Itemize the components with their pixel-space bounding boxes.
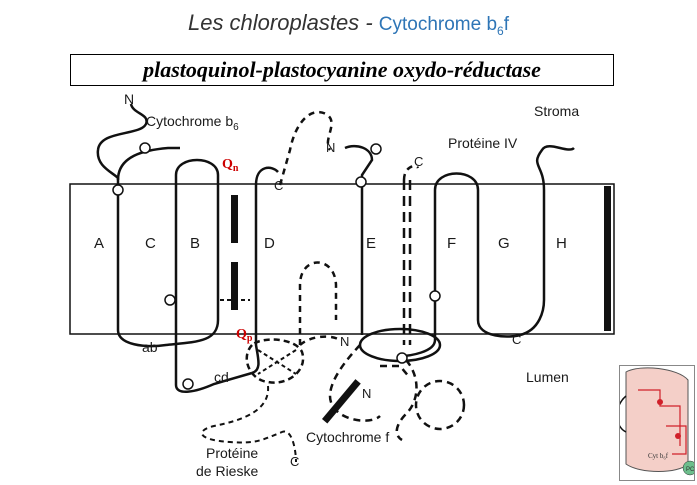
segment-h-label: H [556, 235, 567, 252]
cyt-b6-stromal-loop [116, 146, 180, 181]
cyt-b6-n-terminal-tail [96, 103, 148, 195]
thumbnail-pc-circle [682, 460, 697, 476]
rieske-n-terminus: N [340, 334, 349, 349]
cyt-f-heme-bar [321, 379, 361, 424]
subunit-iv-helix-e [344, 144, 374, 335]
heme-bn-bar [231, 195, 238, 243]
rieske-c-terminus-top: C [274, 178, 283, 193]
thumbnail-left-arc [616, 395, 627, 433]
rieske-label-line1: Protéine [206, 445, 258, 461]
cyt-b6-n-terminus-label: N [124, 91, 134, 107]
cyt-f-label: Cytochrome f [306, 429, 389, 445]
stroma-label: Stroma [534, 103, 579, 119]
subunit-iv-helix-h [519, 145, 575, 337]
cyt-b6-cd-loop [174, 300, 253, 393]
rieske-label-line2: de Rieske [196, 463, 258, 479]
qn-site-label: Qn [222, 157, 239, 174]
lumen-label: Lumen [526, 369, 569, 385]
cyt-b6-label: Cytochrome b6 [146, 113, 239, 133]
cyt-f-large-domain-left [328, 344, 381, 422]
loop-ab-label: ab [142, 339, 158, 355]
thumbnail-pc-label: PC [686, 467, 694, 473]
segment-e-label: E [366, 235, 376, 252]
subunit-iv-n-terminus: N [326, 140, 335, 155]
complex-thumbnail: PC Cyt b₆f [616, 365, 697, 481]
segment-b-label: B [190, 235, 200, 252]
segment-f-label: F [447, 235, 456, 252]
rieske-fe-s-domain [245, 338, 305, 384]
thumbnail-heme-bottom [675, 433, 681, 439]
cyt-f-n-terminus: N [362, 386, 371, 401]
rieske-fe-s-cluster [257, 349, 297, 375]
segment-c-label: C [145, 235, 156, 252]
subunit-iv-c-terminus: C [512, 332, 521, 347]
membrane-edge-bar [604, 186, 611, 331]
segment-a-label: A [94, 235, 104, 252]
rieske-c-terminus-bottom: C [290, 454, 299, 469]
title-separator: - [365, 10, 373, 35]
page-title: Les chloroplastes - Cytochrome b6f [0, 10, 697, 38]
cyt-f-large-domain-mid [395, 359, 418, 442]
thumbnail-caption: Cyt b₆f [648, 452, 669, 460]
title-cytochrome-b6f: Cytochrome b6f [378, 14, 510, 38]
thumbnail-electron-path [638, 389, 687, 455]
cyt-f-c-terminal-dashed [402, 164, 420, 181]
rieske-link-dashed [299, 335, 341, 346]
subunit-iv-helices-f-g [433, 172, 521, 338]
cyt-f-c-terminus: C [414, 154, 423, 169]
protein-iv-label: Protéine IV [448, 135, 518, 151]
enzyme-name-banner: plastoquinol-plastocyanine oxydo-réducta… [70, 54, 614, 86]
cyt-b6-helices-a-b [116, 158, 220, 348]
title-chloroplastes: Les chloroplastes [187, 10, 360, 35]
rieske-dashed-hairpin [298, 261, 338, 345]
cyt-f-small-domain [414, 379, 466, 431]
thylakoid-membrane [69, 183, 615, 335]
rieske-c-terminal-dashed [201, 385, 297, 463]
rieske-stromal-dashed-loop [278, 111, 333, 186]
cyt-b6-helix-d [251, 166, 279, 375]
segment-g-label: G [498, 235, 510, 252]
thumbnail-heme-top [657, 399, 663, 405]
loop-cd-label: cd [214, 369, 229, 385]
cyt-f-linker [380, 364, 411, 379]
heme-ligand-circles [112, 142, 441, 390]
heme-bp-bar [231, 262, 238, 310]
segment-d-label: D [264, 235, 275, 252]
thumbnail-illustration: PC Cyt b₆f [616, 367, 697, 476]
qp-site-label: Qp [236, 327, 253, 344]
